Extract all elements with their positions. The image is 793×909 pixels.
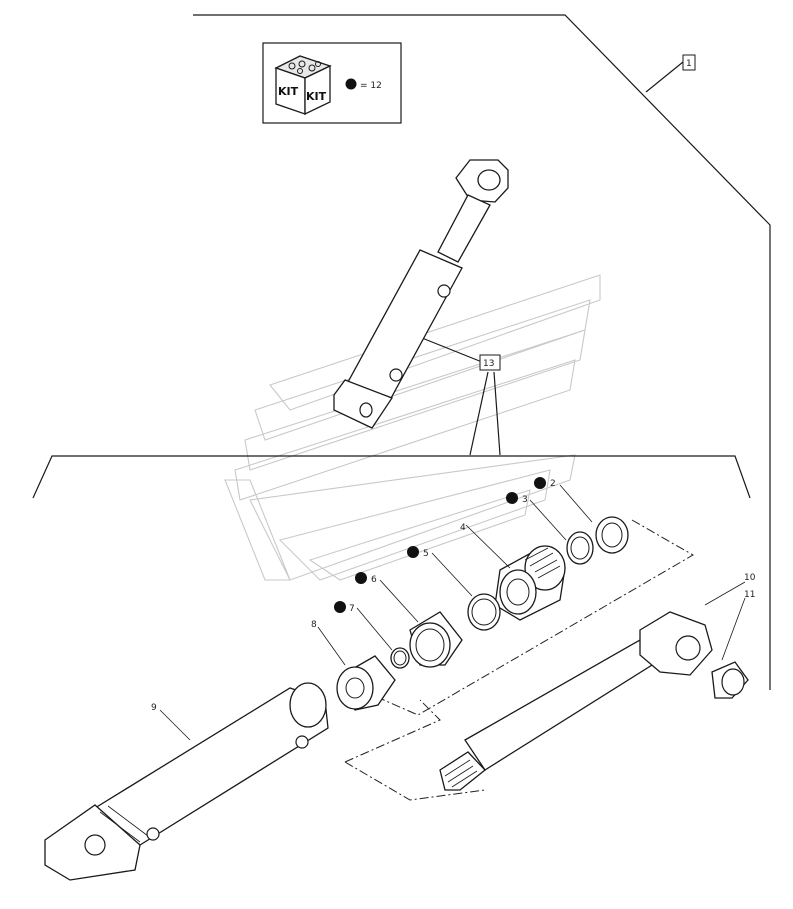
filled-dot-icon [506,492,518,504]
callout-7-label: 7 [349,604,355,614]
part-7-small-ring [390,647,410,669]
callout-5-label: 5 [423,549,429,559]
callout-1: 1 [682,54,696,71]
part-2-wiper-ring [595,516,629,554]
kit-legend-box: KIT KIT = 12 [262,42,402,124]
callout-13: 13 [479,354,501,371]
part-6-piston-sleeve [409,611,463,668]
part-9-cylinder-barrel [44,682,329,881]
callout-1-label: 1 [686,59,692,69]
frame-lines [32,14,771,690]
callout-11-label: 11 [744,590,755,600]
callout-labels: 2 3 4 5 6 7 8 9 10 11 [151,479,756,713]
callout-9-label: 9 [151,703,157,713]
part-10-piston-rod [439,611,713,791]
part-8-piston [336,655,396,711]
callout-13-label: 13 [483,359,494,369]
callout-10-label: 10 [744,573,756,583]
callout-2-label: 2 [550,479,556,489]
callout-3-label: 3 [522,495,528,505]
part-4-gland-head [494,545,566,621]
part-5-o-ring [467,593,501,631]
callout-6-label: 6 [371,575,377,585]
kit-label-left: KIT [278,85,299,98]
callout-4-label: 4 [460,523,466,533]
kit-dots [334,477,546,613]
kit-legend-text: = 12 [360,81,382,91]
filled-dot-icon [407,546,419,558]
callout-leaders [159,484,746,741]
watermark-logo [224,274,601,581]
filled-dot-icon [355,572,367,584]
assembled-cylinder [333,159,509,429]
kit-label-right: KIT [306,90,327,103]
callout-8-label: 8 [311,620,317,630]
filled-dot-icon [534,477,546,489]
part-11-bushing [711,661,749,699]
filled-dot-icon [345,78,357,90]
part-3-o-ring [566,531,594,565]
kit-parts-box-icon [274,55,332,116]
filled-dot-icon [334,601,346,613]
